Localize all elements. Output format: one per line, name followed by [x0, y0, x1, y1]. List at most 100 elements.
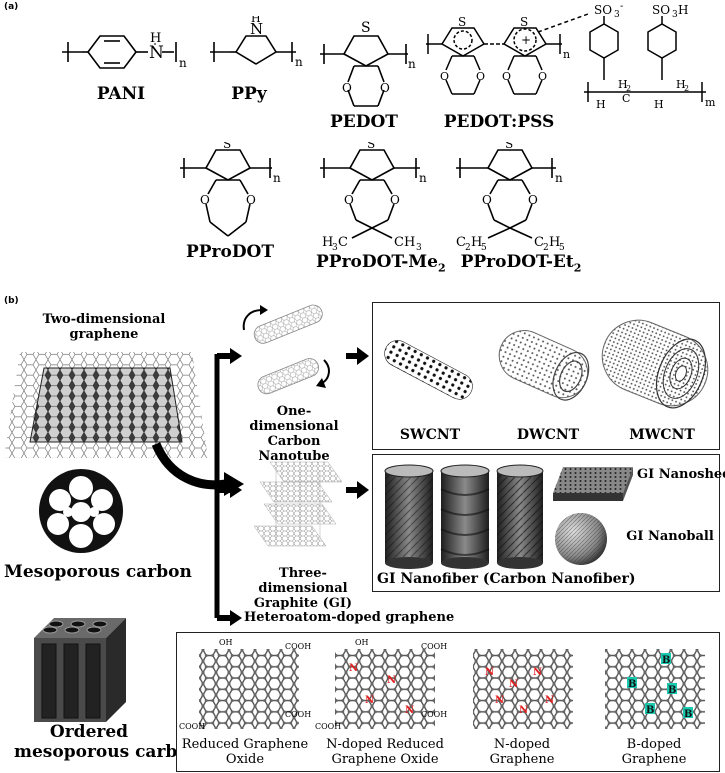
mwcnt-illustration	[601, 319, 709, 409]
me2-ch3: CH	[394, 235, 415, 250]
pss-o-4: O	[538, 70, 547, 83]
me2-o-right: O	[390, 193, 400, 207]
pss-plus-charge: +	[521, 33, 531, 47]
heteroatom-doped-title: Heteroatom-doped graphene	[244, 610, 455, 625]
ng-n-6: N	[545, 695, 554, 706]
nrgo-cooh-top: COOH	[421, 642, 447, 651]
bg-b-4: B	[646, 705, 654, 716]
et2-right-sub1: 2	[543, 243, 549, 252]
nrgo-cooh-left: COOH	[315, 722, 341, 731]
pss-o-1: O	[440, 70, 449, 83]
rgo-cooh-right: COOH	[285, 710, 311, 719]
me2-o-left: O	[344, 193, 354, 207]
swcnt-label: SWCNT	[399, 427, 461, 443]
nrgo-cooh-right: COOH	[421, 710, 447, 719]
pedot-pss-n-subscript: n	[563, 48, 570, 61]
panel-a-label: (a)	[4, 2, 19, 12]
graphene-sheet-illustration	[0, 344, 212, 466]
me2-h3c-sub: 3	[332, 243, 338, 252]
et2-left-sub1: 2	[465, 243, 471, 252]
pprodot-me2-structure: S O O n H 3 C CH 3	[316, 142, 436, 252]
pedot-label: PEDOT	[330, 112, 398, 132]
nrgo-n-2: N	[387, 675, 396, 686]
pprodot-et2-label: PProDOT-Et2	[460, 252, 582, 275]
graphite-illustration	[246, 456, 346, 556]
branch-arrows	[210, 346, 244, 632]
panel-b-label: (b)	[4, 296, 19, 306]
nrgo-oh-group: OH	[355, 638, 369, 647]
pedot-n-subscript: n	[408, 57, 416, 71]
ppy-label: PPy	[231, 84, 267, 104]
ng-n-1: N	[485, 667, 494, 678]
et2-o-right: O	[528, 193, 538, 207]
pedot-o-right: O	[380, 81, 390, 95]
sulfonic-sub: 3	[672, 10, 678, 20]
mwcnt-label: MWCNT	[629, 427, 695, 443]
ordered-mesoporous-label: Ordered mesoporous carbon	[14, 722, 201, 762]
ordered-mesoporous-illustration	[30, 614, 130, 724]
arrow-to-cnt-box	[346, 346, 370, 366]
pss-c-1: C	[622, 92, 630, 105]
me2-h3c-h: H	[322, 235, 333, 250]
rgo-oh-group: OH	[219, 638, 233, 647]
sulfonate-sub: 3	[614, 10, 620, 20]
pedot-pss-label: PEDOT:PSS	[443, 112, 555, 132]
pedot-s-atom: S	[361, 20, 371, 36]
pprodot-et2-structure: S O O n C 2 H 5 C 2 H 5	[452, 142, 582, 252]
pss-h-1: H	[596, 98, 606, 111]
pprodot-o-left: O	[200, 193, 210, 207]
pss-h2-2: H	[676, 78, 686, 91]
et2-right-sub2: 5	[559, 243, 565, 252]
pani-label: PANI	[96, 84, 146, 104]
et2-left-sub2: 5	[481, 243, 487, 252]
pprodot-s-atom: S	[223, 142, 231, 151]
carbon-nanotube-illustration	[236, 300, 336, 404]
ng-n-3: N	[533, 667, 542, 678]
graphite-forms-box: GI Nanosheet GI Nanoball GI Nanofiber (C…	[372, 454, 725, 592]
pss-h2-1-sub: 2	[626, 84, 631, 93]
rgo-cooh-top: COOH	[285, 642, 311, 651]
pss-m-subscript: m	[705, 96, 716, 109]
gi-nanofiber-label: GI Nanofiber (Carbon Nanofiber)	[377, 571, 636, 587]
ppy-n-atom: N	[250, 20, 263, 38]
ppy-structure: N H n	[206, 16, 306, 86]
ppy-h-atom: H	[251, 16, 261, 25]
sulfonate-charge: -	[620, 2, 623, 12]
pedot-o-left: O	[342, 81, 352, 95]
pprodot-o-right: O	[246, 193, 256, 207]
pani-structure: N H n	[58, 30, 198, 90]
et2-left-c: C	[456, 235, 466, 250]
ng-n-2: N	[509, 679, 518, 690]
et2-n-subscript: n	[555, 171, 563, 185]
pprodot-me2-label: PProDOT-Me2	[316, 252, 446, 275]
doped-graphene-box: OH COOH COOH COOH OH COOH COOH COOH N N …	[176, 632, 720, 772]
bg-b-1: B	[662, 655, 670, 666]
pss-s-atom-1: S	[458, 15, 466, 29]
pprodot-label: PProDOT	[185, 242, 275, 262]
doped-graphene-lattices: OH COOH COOH COOH OH COOH COOH COOH N N …	[179, 638, 705, 731]
pani-h-atom: H	[150, 31, 161, 46]
pss-h2-2-sub: 2	[684, 84, 689, 93]
pss-h-2: H	[654, 98, 664, 111]
pani-n-subscript: n	[179, 56, 187, 70]
gi-nanoball-illustration	[555, 513, 607, 565]
pss-s-atom-2: S	[520, 15, 528, 29]
ng-n-4: N	[495, 695, 504, 706]
pss-h2-1: H	[618, 78, 628, 91]
ng-n-5: N	[519, 705, 528, 716]
bg-b-5: B	[684, 709, 692, 720]
gi-nanofiber-illustration	[384, 464, 544, 569]
pss-o-2: O	[476, 70, 485, 83]
nrgo-n-3: N	[365, 695, 374, 706]
gi-nanoball-label: GI Nanoball	[626, 529, 714, 544]
cnt-title: One-dimensional Carbon Nanotube	[249, 404, 339, 464]
et2-right-c: C	[534, 235, 544, 250]
nrgo-n-1: N	[349, 663, 358, 674]
pprodot-structure: S O O n	[176, 142, 286, 252]
pani-n-atom: N	[149, 43, 164, 63]
me2-s-atom: S	[367, 142, 375, 151]
